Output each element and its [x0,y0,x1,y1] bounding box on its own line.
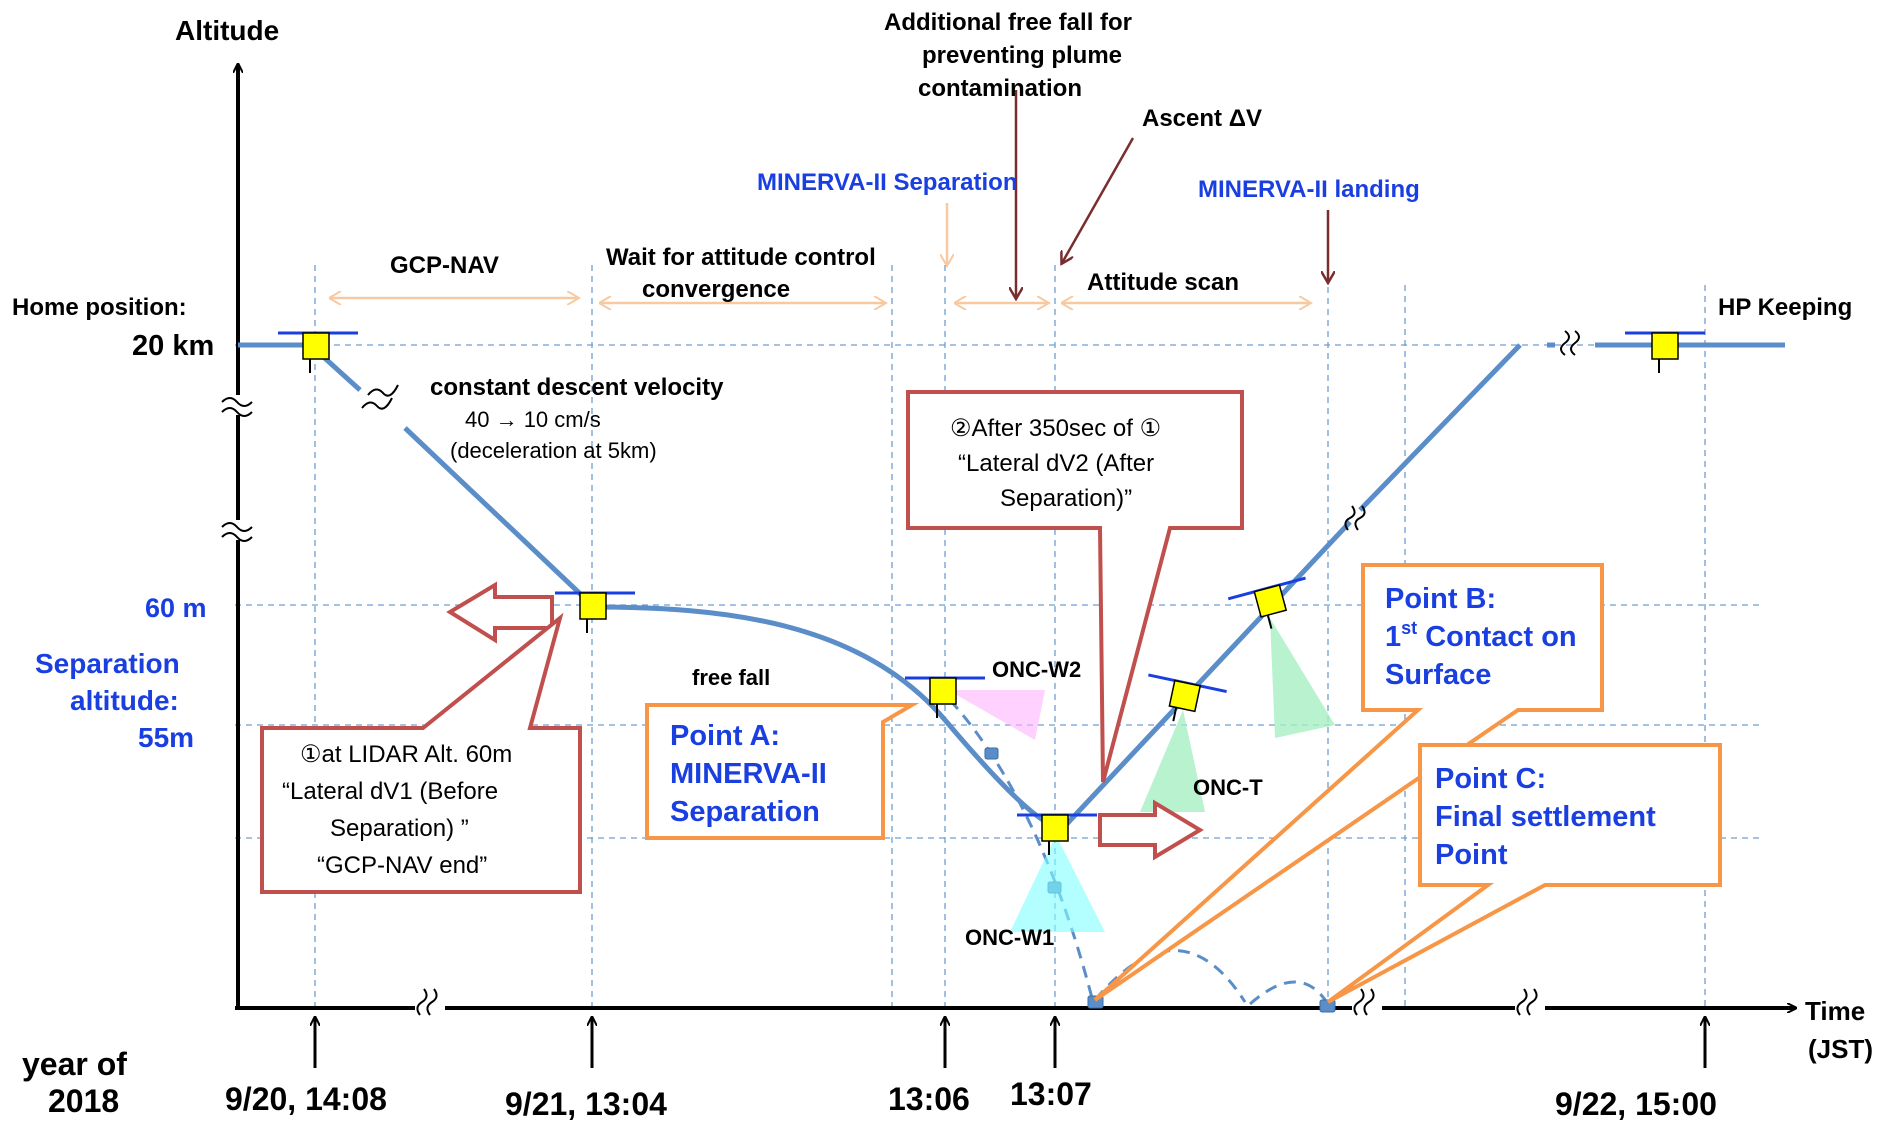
point-a-text: MINERVA-II [670,758,827,790]
trajectory-break [1560,330,1580,356]
ascent-arrow [1062,137,1135,263]
callout2-text: ②After 350sec of ① [950,415,1161,442]
y-break-mark [221,522,253,542]
x-axis-title: Time [1805,996,1865,1026]
x-break-mark [416,988,438,1016]
onc-w1-label: ONC-W1 [965,925,1054,950]
time-label: 9/21, 13:04 [505,1086,667,1122]
event-minerva-separation: MINERVA-II Separation [757,169,1017,196]
event-ascent-label: Ascent ΔV [1142,105,1262,132]
event-minerva-landing: MINERVA-II landing [1198,176,1420,203]
phase-wait: Wait for attitude control [606,244,876,271]
phase-arrows [330,298,1310,303]
callout2-text: Separation)” [1000,485,1132,512]
onc-t-fov [1140,710,1205,812]
y-break-mark [221,397,253,417]
time-label: 9/22, 15:00 [1555,1086,1717,1122]
descent-label: constant descent velocity [430,374,724,401]
point-a-text: Separation [670,796,820,828]
spacecraft [905,676,985,718]
callout1-text: “Lateral dV1 (Before [282,778,498,805]
callout-lateral-dv2 [906,390,1244,783]
callout-point-b [1093,563,1604,1002]
callout-lateral-dv1 [260,612,582,894]
x-break-mark [1516,988,1538,1016]
onc-w1-fov [1010,835,1105,932]
year-label: year of [22,1046,127,1082]
spacecraft [278,331,358,373]
descent-note: (deceleration at 5km) [450,438,657,463]
phase-gcp-nav: GCP-NAV [390,252,499,279]
spacecraft [1625,331,1705,373]
time-markers [315,1018,1705,1068]
trajectory-break [361,384,399,410]
phase-attitude-scan: Attitude scan [1087,269,1239,296]
y-axis-title: Altitude [175,15,279,46]
spacecraft [555,591,635,633]
point-b-text: Point B: [1385,583,1496,615]
phase-wait: convergence [642,276,790,303]
separation-altitude-value: 55m [138,722,194,753]
onc-t-fov [1270,618,1335,738]
spacecraft [1017,813,1097,855]
home-position-value: 20 km [132,330,214,362]
trajectory-break [1344,505,1366,531]
phase-hp-keeping: HP Keeping [1718,294,1852,321]
home-position-label: Home position: [12,294,187,321]
x-break-mark [1353,988,1375,1016]
event-freefall-label: Additional free fall for [884,9,1132,36]
separation-altitude-label: Separation [35,648,180,679]
event-freefall-label: contamination [918,75,1082,102]
callout-point-a [645,703,920,840]
callout1-text: ①at LIDAR Alt. 60m [300,741,512,768]
event-freefall-label: preventing plume [922,42,1122,69]
onc-w2-fov [948,690,1045,740]
point-c-text: Point [1435,839,1508,871]
spacecraft [1227,576,1306,629]
callout-point-c [1326,743,1722,1004]
callout2-text: “Lateral dV2 (After [958,450,1154,477]
point-c-text: Point C: [1435,763,1546,795]
callout1-text: “GCP-NAV end” [317,852,487,879]
time-label: 9/20, 14:08 [225,1081,387,1117]
descent-velocity: 40 → 10 cm/s [465,407,601,432]
point-b-text: 1st Contact on [1385,618,1577,653]
year-value: 2018 [48,1083,119,1119]
minerva-path [948,698,1330,1006]
onc-t-label: ONC-T [1193,775,1263,800]
time-label: 13:07 [1010,1076,1092,1112]
sixty-meter-label: 60 m [145,593,207,623]
onc-w2-label: ONC-W2 [992,657,1081,682]
lateral-dv1-arrow [446,581,554,644]
time-label: 13:06 [888,1081,970,1117]
lateral-dv2-arrow [1098,799,1204,861]
x-axis-unit: (JST) [1808,1034,1873,1064]
point-c-text: Final settlement [1435,801,1656,833]
spacecraft [1148,673,1227,722]
separation-altitude-label: altitude: [70,685,179,716]
free-fall-label: free fall [692,665,770,690]
callout1-text: Separation) ” [330,815,469,842]
point-b-text: Surface [1385,659,1491,691]
point-a-text: Point A: [670,720,780,752]
